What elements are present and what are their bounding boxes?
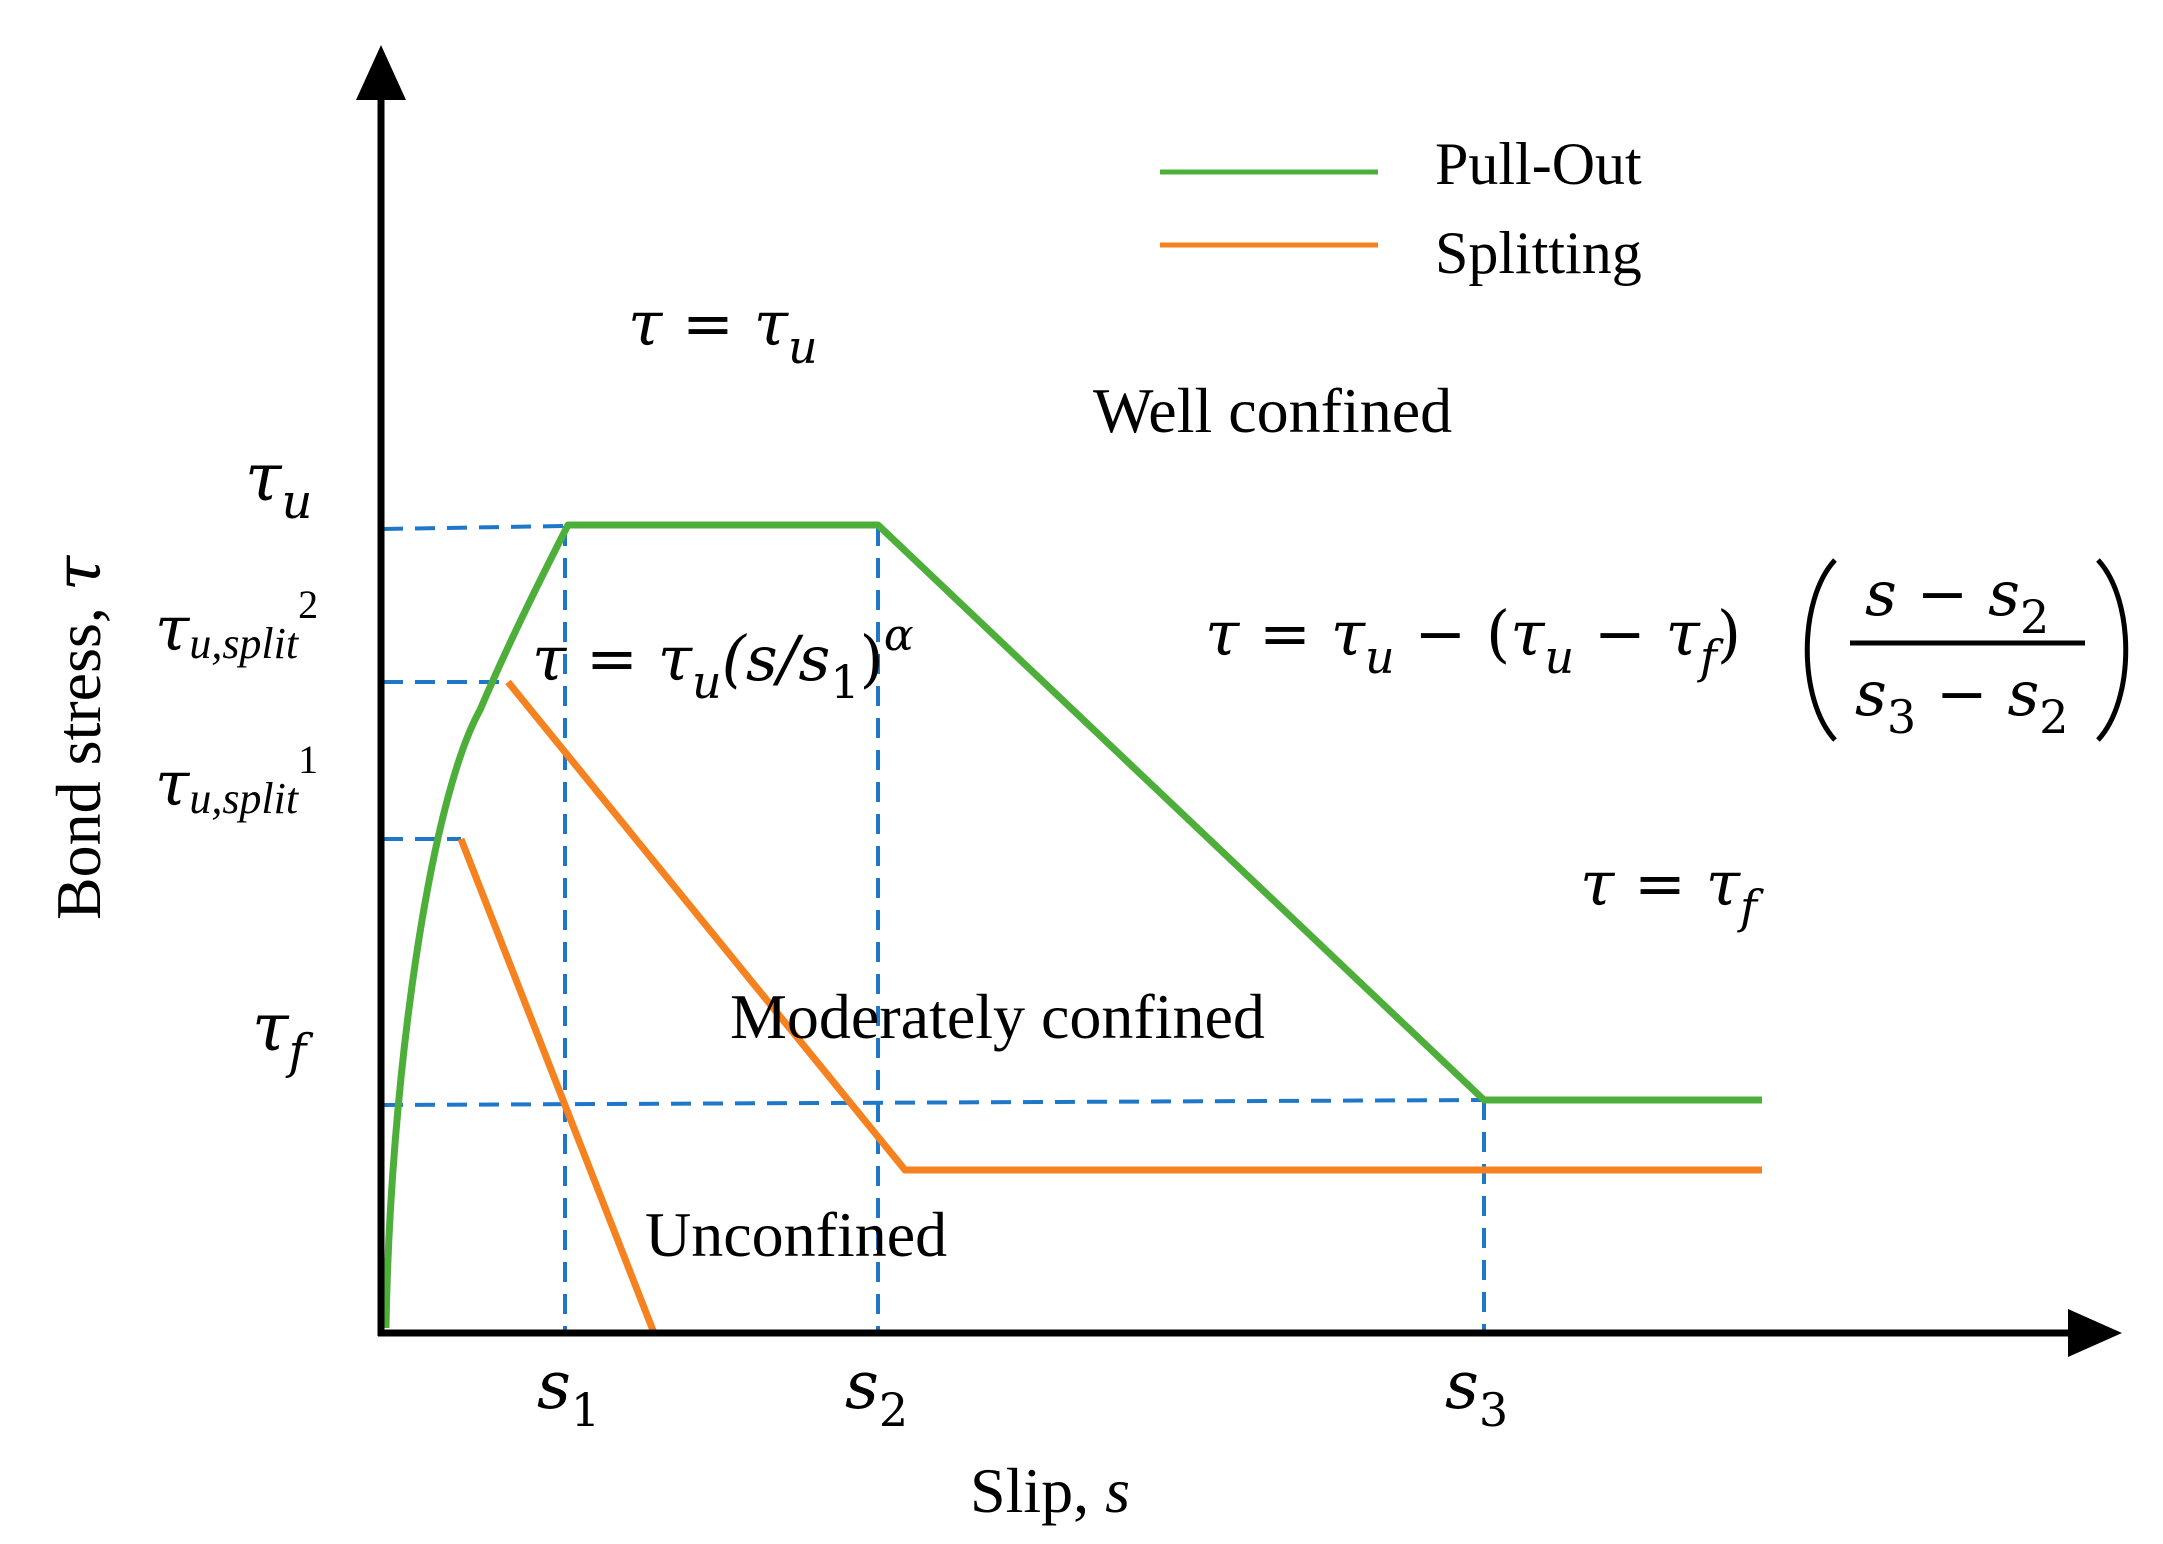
y-tick-tau-f: τf xyxy=(252,989,314,1080)
x-axis-label: Slip, s xyxy=(970,1455,1130,1526)
equation-descending-denominator: s3 − s2 xyxy=(1855,657,2069,744)
equation-ascending: τ = τu(s/s1)α xyxy=(532,610,914,709)
unconfined-curve xyxy=(457,837,658,1335)
axes xyxy=(377,90,2075,1337)
guide-lines xyxy=(382,524,1486,1333)
legend-label-pull-out: Pull-Out xyxy=(1435,131,1642,197)
y-tick-tau-split2: τu,split2 xyxy=(155,582,318,668)
y-axis-arrow-icon xyxy=(356,45,406,100)
equation-descending-left-paren xyxy=(1804,558,1837,742)
equation-plateau: τ = τu xyxy=(628,287,818,374)
x-tick-s3: s3 xyxy=(1445,1347,1508,1437)
y-tick-tau-split1: τu,split1 xyxy=(155,737,318,823)
guide-tau-u xyxy=(382,524,566,531)
y-tick-tau-u: τu xyxy=(245,439,312,530)
y-axis-label: Bond stress, τ xyxy=(42,554,116,920)
equation-descending-main: τ = τu − (τu − τf) xyxy=(1205,597,1741,684)
splitting-curves xyxy=(457,679,1762,1335)
x-axis-arrow-icon xyxy=(2068,1309,2122,1357)
x-tick-s1: s1 xyxy=(537,1347,600,1437)
region-label-moderately-confined: Moderately confined xyxy=(730,981,1265,1052)
pull-out-curve xyxy=(382,521,1762,1329)
moderately-confined-curve xyxy=(505,679,1762,1174)
legend: Pull-Out Splitting xyxy=(1160,131,1642,286)
region-label-unconfined: Unconfined xyxy=(645,1199,947,1270)
equation-descending-right-paren xyxy=(2096,558,2129,742)
equation-residual: τ = τf xyxy=(1580,847,1764,934)
equation-descending: τ = τu − (τu − τf) s − s2 s3 − s2 xyxy=(1205,557,2129,744)
x-tick-s2: s2 xyxy=(845,1347,908,1437)
equation-descending-numerator: s − s2 xyxy=(1865,557,2049,644)
region-label-well-confined: Well confined xyxy=(1093,375,1452,446)
legend-label-splitting: Splitting xyxy=(1435,220,1642,286)
guide-tau-f xyxy=(382,1098,1485,1107)
